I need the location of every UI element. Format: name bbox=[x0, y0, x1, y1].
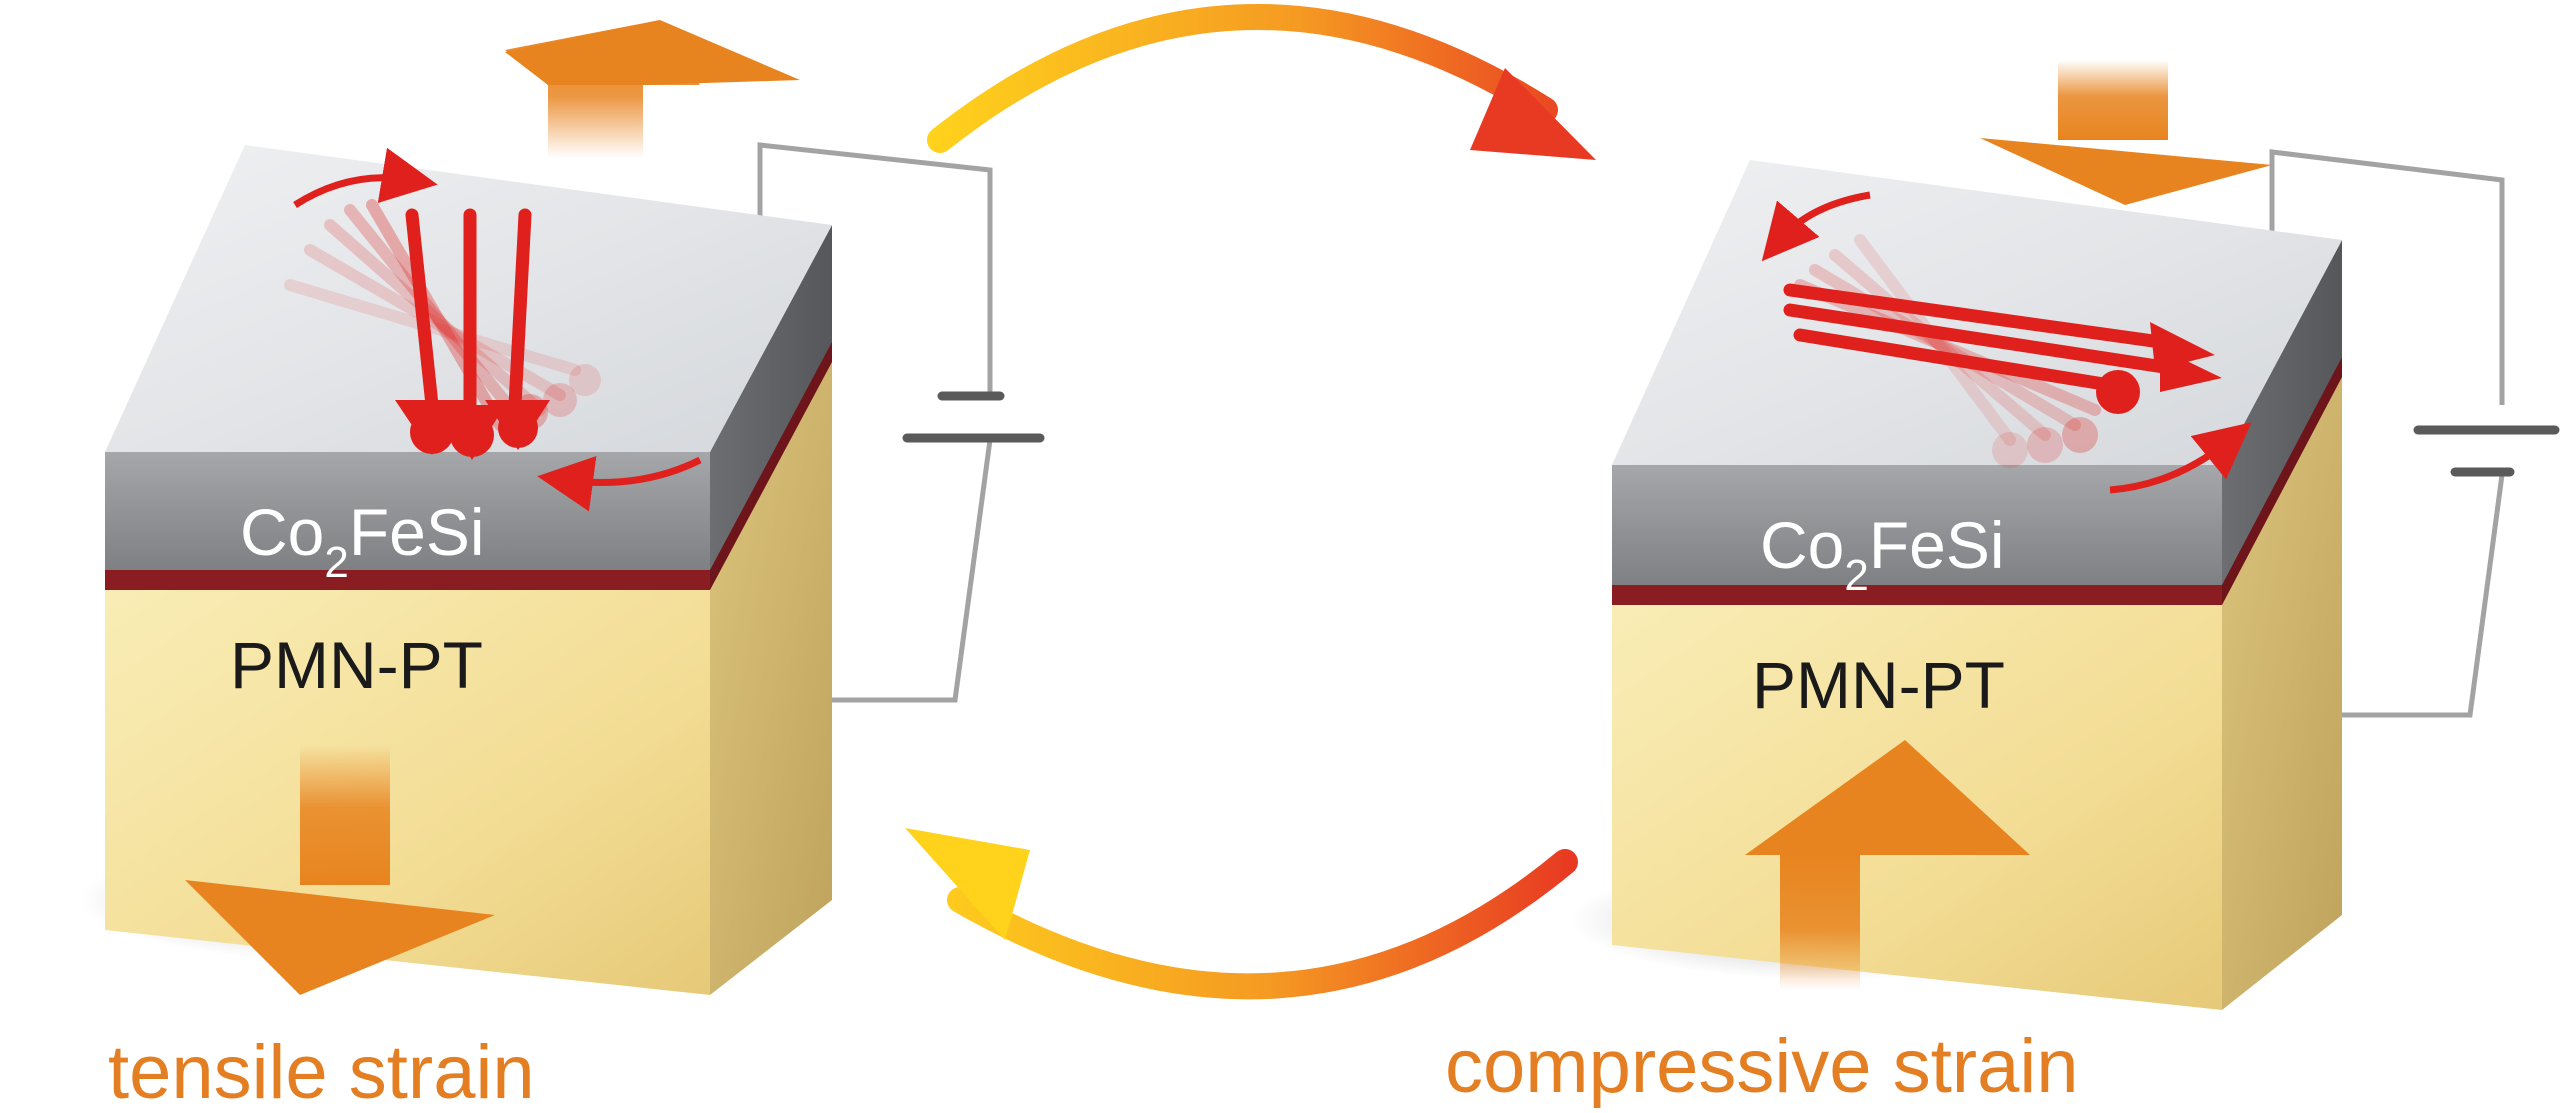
left-substrate-label: PMN-PT bbox=[230, 628, 483, 702]
right-circuit bbox=[2269, 149, 2505, 718]
right-rotation-arrow-top bbox=[1761, 191, 1871, 262]
right-rotation-arrow-bottom bbox=[2109, 422, 2252, 494]
left-film-label: Co2FeSi bbox=[240, 495, 485, 587]
left-magnetization-arrows bbox=[395, 208, 550, 460]
left-caption: tensile strain bbox=[108, 1030, 535, 1113]
right-substrate-side bbox=[2222, 375, 2342, 1010]
left-device: Co2FeSi PMN-PT bbox=[80, 20, 1045, 1113]
left-interface-side bbox=[710, 340, 832, 590]
right-substrate-label: PMN-PT bbox=[1752, 648, 2005, 722]
right-interface-side bbox=[2222, 355, 2342, 605]
right-device: Co2FeSi PMN-PT bbox=[1445, 60, 2560, 1109]
cycle-arrow-top bbox=[927, 4, 1596, 160]
right-strain-arrow-down bbox=[1980, 60, 2272, 205]
right-magnetization-arrows bbox=[1783, 283, 2222, 414]
left-circuit bbox=[757, 142, 993, 703]
right-battery-icon bbox=[2413, 425, 2560, 477]
left-interface-front bbox=[105, 568, 710, 590]
left-rotation-arrow-top bbox=[293, 147, 438, 208]
left-rotation-arrow-bottom bbox=[537, 455, 702, 512]
left-battery-icon bbox=[902, 391, 1045, 443]
left-strain-arrow-down bbox=[185, 745, 495, 995]
cycle-arrow-bottom bbox=[905, 828, 1578, 1000]
left-strain-arrow-up bbox=[505, 20, 800, 158]
left-substrate-side bbox=[710, 360, 832, 995]
right-interface-front bbox=[1612, 583, 2222, 605]
left-film-side bbox=[710, 225, 832, 570]
right-strain-arrow-up bbox=[1745, 740, 2030, 990]
right-film-label: Co2FeSi bbox=[1760, 508, 2005, 600]
right-film-front bbox=[1612, 465, 2222, 585]
right-film-side bbox=[2222, 240, 2342, 585]
right-caption: compressive strain bbox=[1445, 1024, 2079, 1109]
